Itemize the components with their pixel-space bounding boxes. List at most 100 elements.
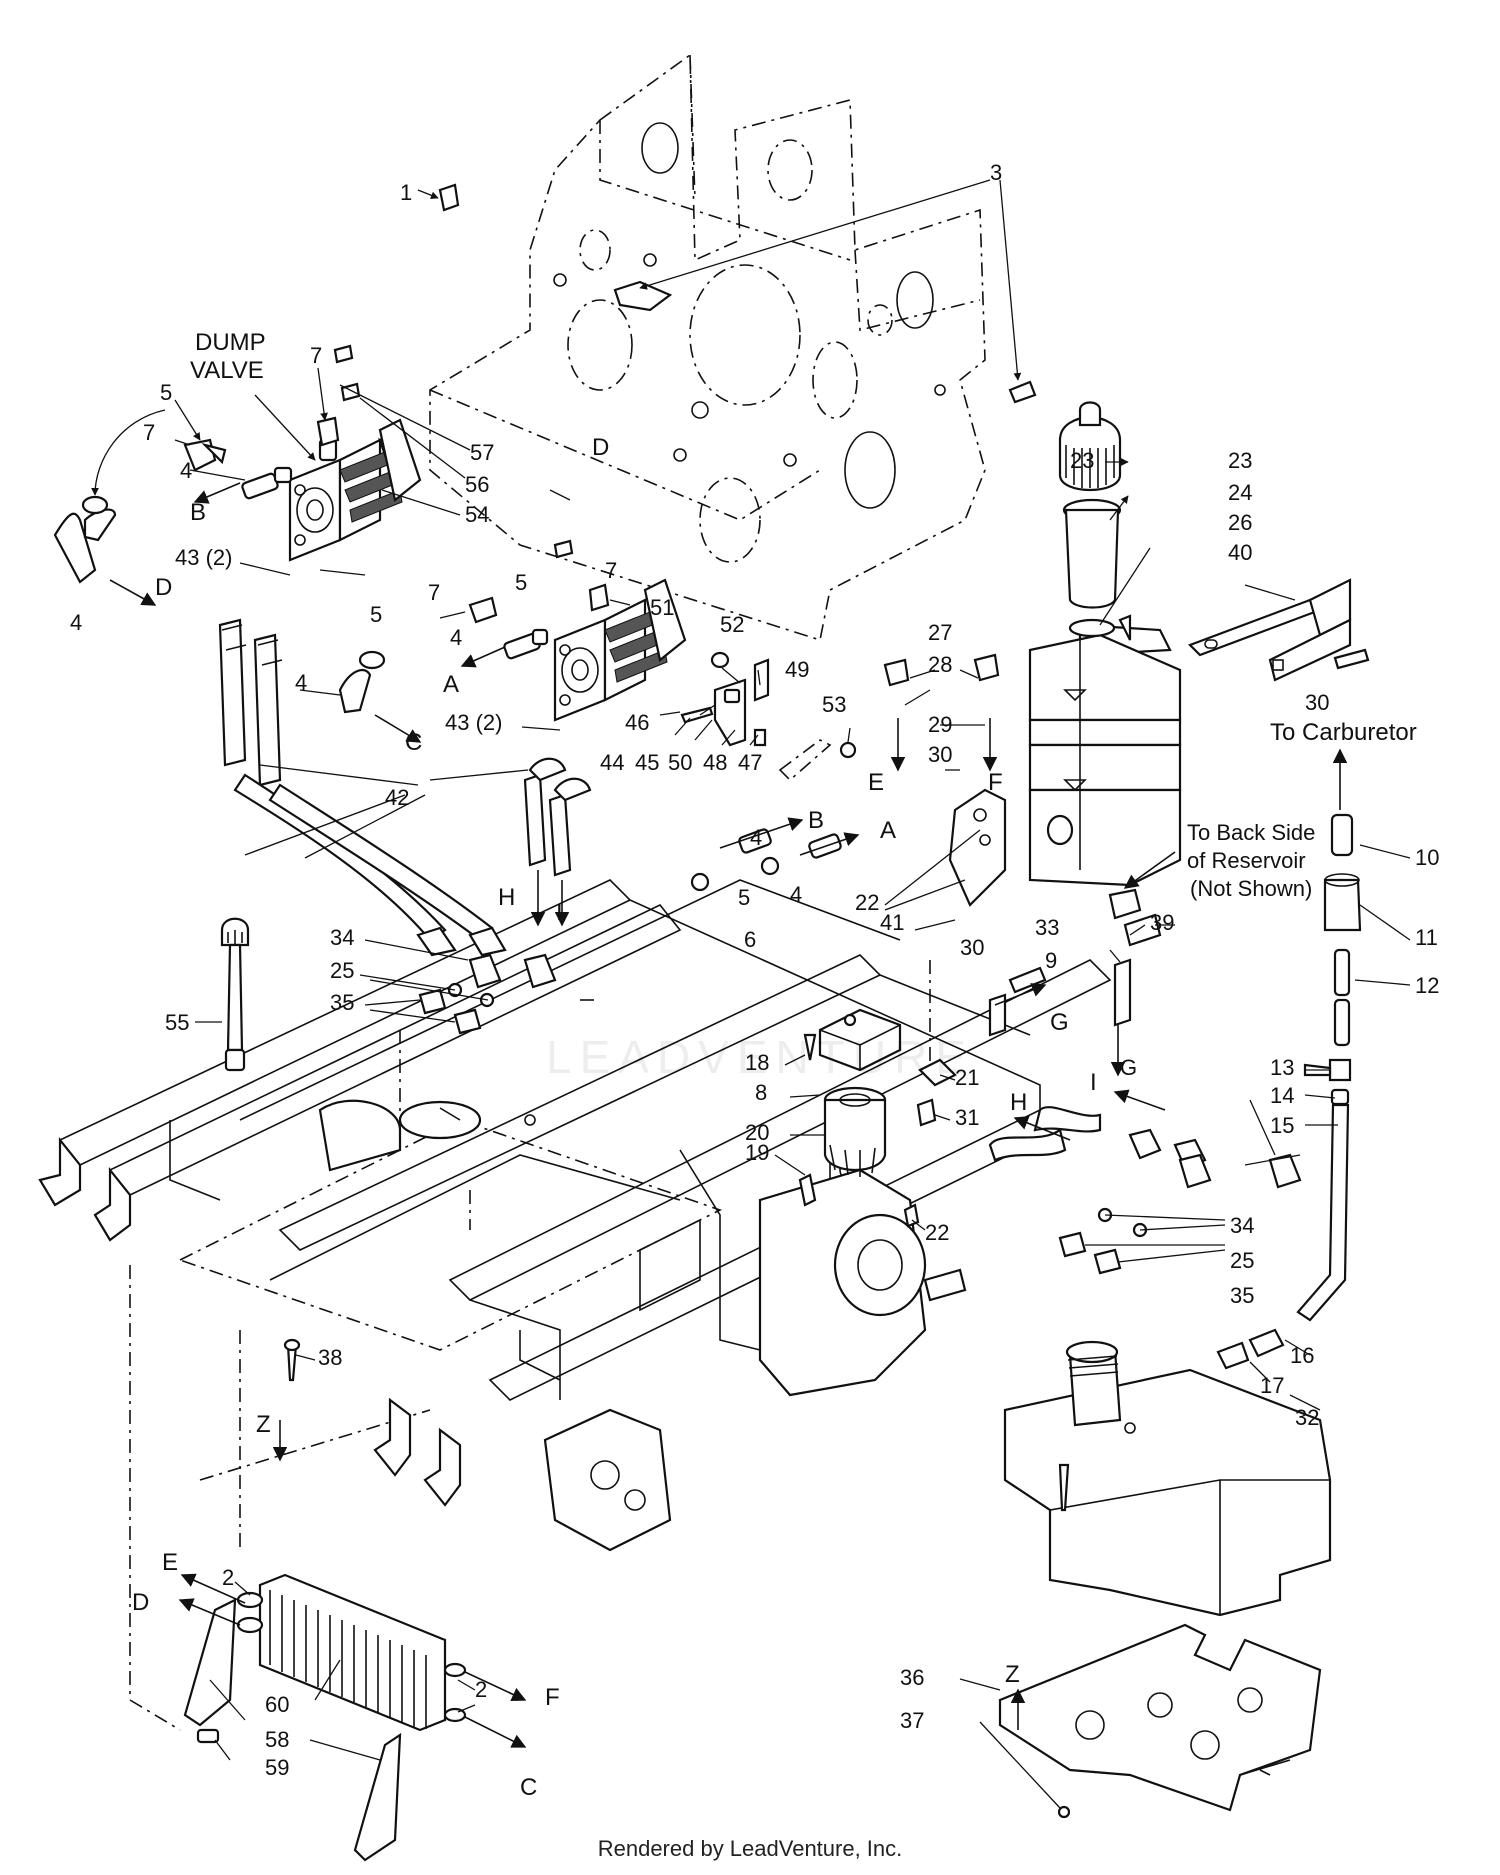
part-number-32: 32 [1295, 1405, 1319, 1430]
part-number-21: 21 [955, 1065, 979, 1090]
qty-43-right: 43 (2) [445, 710, 502, 735]
flow-letter-b-center: B [808, 807, 824, 834]
part-number-4f: 4 [790, 882, 802, 907]
part-number-27: 27 [928, 620, 952, 645]
part-number-57: 57 [470, 440, 494, 465]
bracket-40 [1188, 578, 1370, 682]
part-number-7c: 7 [428, 580, 440, 605]
flow-letter-h-right: H [1010, 1089, 1027, 1116]
chassis-mount-plate [429, 53, 986, 642]
part-number-5d: 5 [738, 885, 750, 910]
part-number-55: 55 [165, 1010, 189, 1035]
elbow-fittings [183, 416, 1142, 920]
part-number-58: 58 [265, 1727, 289, 1752]
chassis-frame [38, 879, 1112, 1731]
part-number-22b: 22 [925, 1220, 949, 1245]
flow-letter-c-cooler: C [520, 1774, 537, 1801]
flow-arrows [109, 482, 1348, 1748]
part-number-4c: 4 [450, 625, 462, 650]
flow-letter-f-reservoir: F [988, 769, 1003, 796]
part-number-47: 47 [738, 750, 762, 775]
part-number-7b: 7 [143, 420, 155, 445]
part-number-12: 12 [1415, 973, 1439, 998]
part-number-37: 37 [900, 1708, 924, 1733]
back-side-label-line1: To Back Side [1187, 820, 1315, 845]
flow-letter-i-left: I [556, 899, 563, 926]
qty-43-left: 43 (2) [175, 545, 232, 570]
part-number-44: 44 [600, 750, 624, 775]
flow-letter-e-cooler: E [162, 1549, 178, 1576]
part-number-26: 26 [1228, 510, 1252, 535]
part-number-36: 36 [900, 1665, 924, 1690]
hydraulic-reservoir [1028, 401, 1182, 887]
watermark-text: LEADVENTURE [546, 1031, 974, 1083]
part-number-20: 20 [745, 1120, 769, 1145]
part-number-49: 49 [785, 657, 809, 682]
fitting-set-34-25-35 [418, 953, 1302, 1275]
part-number-4a: 4 [180, 458, 192, 483]
hydraulic-hoses-42 [218, 618, 1207, 1170]
part-number-59: 59 [265, 1755, 289, 1780]
flow-letter-z-right: Z [1005, 1661, 1020, 1688]
part-number-23: 23 [1070, 448, 1094, 473]
hydraulic-pump-51 [553, 578, 687, 722]
part-number-22a: 22 [855, 890, 879, 915]
part-number-54: 54 [465, 502, 489, 527]
hoses-and-clamps [53, 466, 842, 892]
part-number-45: 45 [635, 750, 659, 775]
fuel-line-components [1216, 813, 1362, 1370]
part-number-18: 18 [745, 1050, 769, 1075]
part-number-11: 11 [1415, 925, 1438, 950]
back-side-label-line2: of Reservoir [1187, 848, 1306, 873]
part-number-34a: 34 [330, 925, 354, 950]
flow-letter-g-small: G [1120, 1055, 1137, 1080]
part-number-7d: 7 [605, 558, 617, 583]
transmission-assembly [543, 1168, 967, 1552]
part-number-25b: 25 [1230, 1248, 1254, 1273]
part-number-28: 28 [928, 652, 952, 677]
flow-letter-d-plate: D [592, 434, 609, 461]
flow-letter-h-left: H [498, 884, 515, 911]
part-number-35a: 35 [330, 990, 354, 1015]
flow-letter-d-left: D [155, 574, 172, 601]
flow-letter-i-right: I [1090, 1069, 1097, 1096]
part-number-24: 24 [1228, 480, 1252, 505]
flow-letter-b-left: B [190, 499, 206, 526]
part-number-56: 56 [465, 472, 489, 497]
part-number-6: 6 [744, 927, 756, 952]
oil-cooler-60 [183, 1573, 467, 1862]
flow-letter-f-cooler: F [545, 1684, 560, 1711]
part-number-8: 8 [755, 1080, 767, 1105]
part-number-17: 17 [1260, 1373, 1284, 1398]
part-number-10: 10 [1415, 845, 1439, 870]
flow-letter-g-right: G [1050, 1009, 1069, 1036]
part-number-42: 42 [385, 785, 409, 810]
part-labels: 1 3 DUMP VALVE 7 5 7 4 B 57 56 54 43 (2)… [70, 160, 1439, 1801]
part-number-46: 46 [625, 710, 649, 735]
dipstick-55 [220, 917, 250, 1072]
part-number-4d: 4 [295, 670, 307, 695]
part-number-2b: 2 [475, 1677, 487, 1702]
part-number-34b: 34 [1230, 1213, 1254, 1238]
dump-valve-label-line2: VALVE [190, 357, 264, 384]
part-number-51: 51 [650, 595, 674, 620]
part-number-48: 48 [703, 750, 727, 775]
part-number-4e: 4 [750, 825, 762, 850]
oil-filter-assembly [798, 788, 1007, 1228]
part-number-30b: 30 [960, 935, 984, 960]
misc-small-parts [283, 183, 1162, 1819]
part-number-3: 3 [990, 160, 1002, 185]
part-number-16: 16 [1290, 1343, 1314, 1368]
back-side-label-line3: (Not Shown) [1190, 876, 1312, 901]
part-number-14: 14 [1270, 1083, 1294, 1108]
part-number-30c: 30 [1305, 690, 1329, 715]
part-number-19: 19 [745, 1140, 769, 1165]
flow-letter-e-reservoir: E [868, 769, 884, 796]
part-number-7a: 7 [310, 343, 322, 368]
flow-letter-a-center: A [880, 817, 896, 844]
part-number-35b: 35 [1230, 1283, 1254, 1308]
part-number-41: 41 [880, 910, 904, 935]
part-number-40: 40 [1228, 540, 1252, 565]
part-number-29: 29 [928, 712, 952, 737]
